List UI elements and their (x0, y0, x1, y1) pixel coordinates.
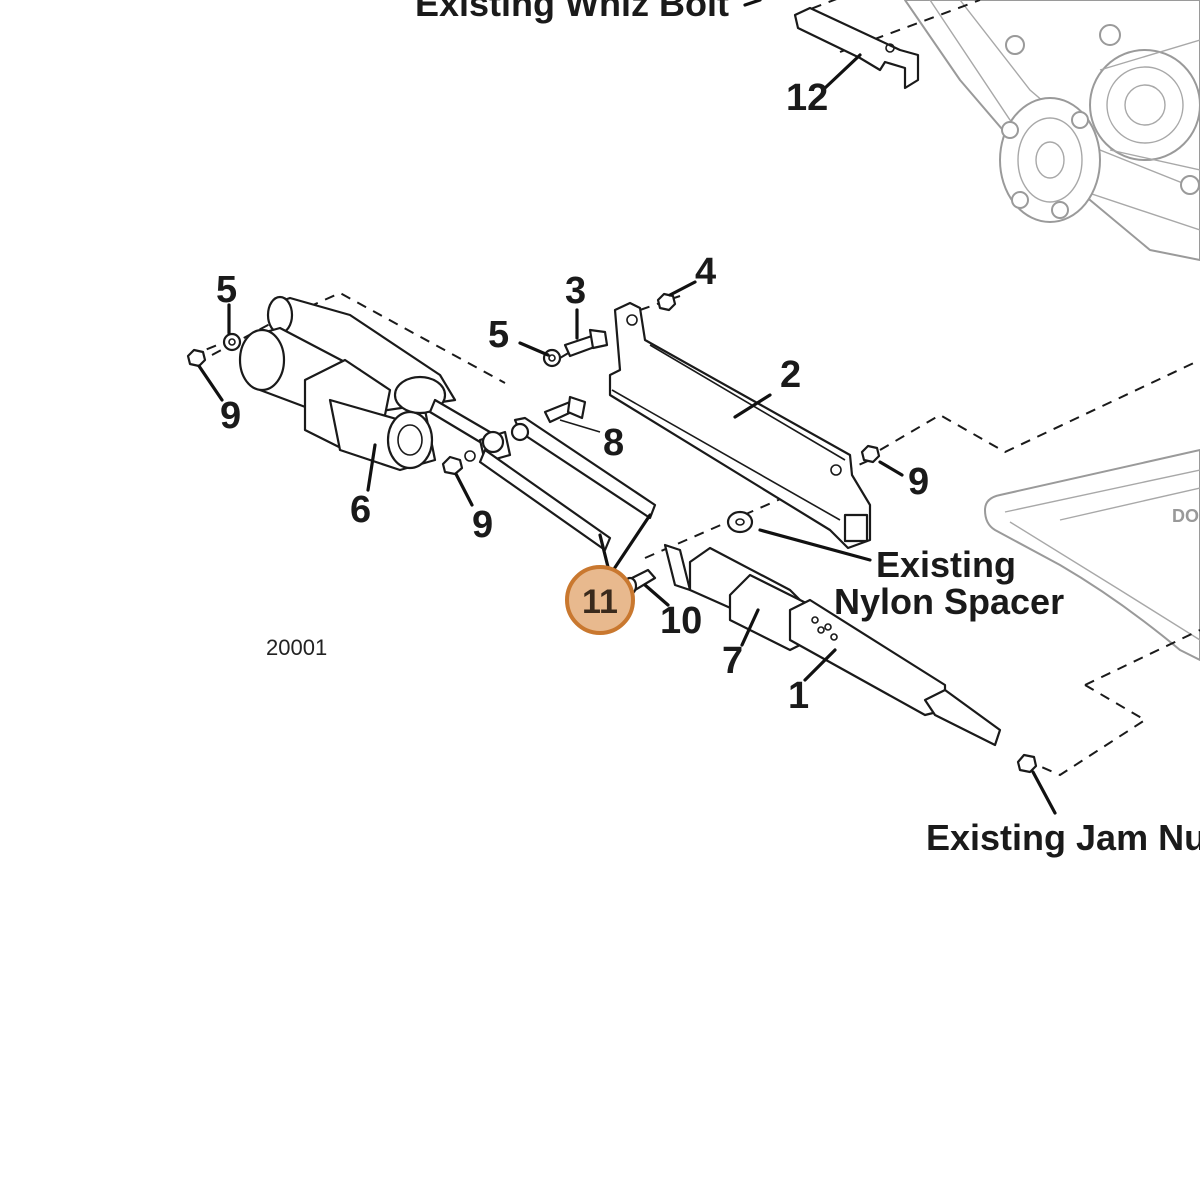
figure-id: 20001 (266, 635, 327, 660)
part-5-washers (222, 332, 562, 368)
label-whiz-bolt: Existing Whiz Bolt (415, 0, 729, 24)
part-9-nuts (186, 348, 1038, 774)
callout-5-mid: 5 (488, 314, 509, 356)
part-2-bracket (608, 301, 872, 550)
callout-4: 4 (695, 251, 716, 293)
callout-9-mid: 9 (472, 504, 493, 546)
part-11-link (464, 416, 657, 552)
callout-6: 6 (350, 489, 371, 531)
svg-text:DO: DO (1172, 506, 1199, 526)
callout-11: 11 (582, 583, 618, 621)
callout-9-left: 9 (220, 395, 241, 437)
callout-12: 12 (786, 77, 828, 119)
callout-10: 10 (660, 600, 702, 642)
label-jam-nut: Existing Jam Nut (926, 817, 1200, 858)
part-8-bolt (543, 395, 587, 424)
part-4-nut (656, 292, 677, 312)
callout-8: 8 (603, 422, 624, 464)
existing-hub-assembly (904, 0, 1200, 261)
callout-9-right: 9 (908, 461, 929, 503)
callout-3: 3 (565, 270, 586, 312)
callout-numbers: 5 9 6 9 3 5 4 2 8 9 10 7 1 12 (216, 77, 929, 717)
part-3-bolt (563, 328, 609, 358)
leader-lines (197, 0, 1057, 815)
existing-frame: DO (984, 449, 1200, 661)
part-12-bracket (793, 6, 920, 90)
existing-nylon-spacer (726, 510, 754, 534)
callout-11-highlight[interactable]: 11 (565, 565, 635, 635)
callout-2: 2 (780, 354, 801, 396)
label-nylon-spacer-line1: Existing (876, 544, 1016, 585)
callout-7: 7 (722, 640, 743, 682)
part-1-tube (788, 598, 1002, 747)
label-nylon-spacer-line2: Nylon Spacer (834, 581, 1064, 622)
highlight-badge[interactable] (565, 565, 635, 635)
part-6-actuator (238, 295, 497, 472)
text-labels: Existing Whiz Bolt Existing Nylon Spacer… (266, 0, 1200, 858)
callout-5-left: 5 (216, 269, 237, 311)
callout-1: 1 (788, 675, 809, 717)
